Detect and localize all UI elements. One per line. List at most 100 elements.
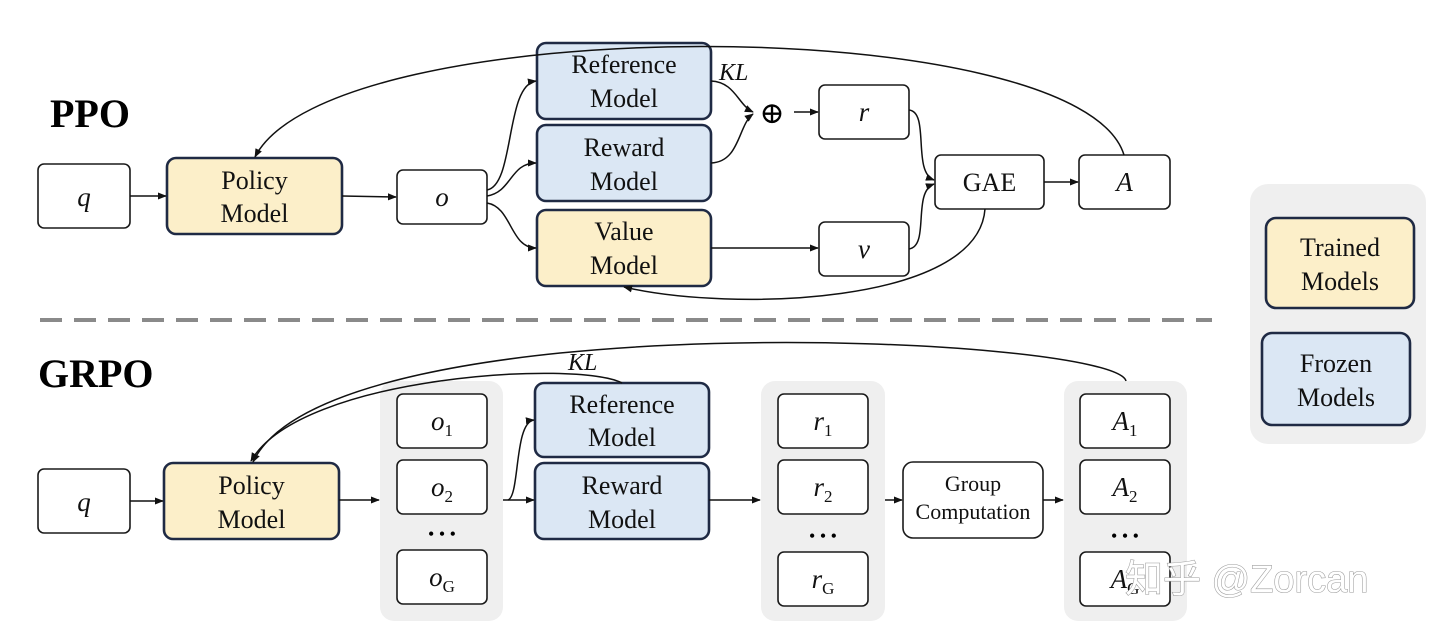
ppo-advantage-label: A: [1114, 167, 1133, 197]
ppo-advantage-box: A: [1078, 154, 1171, 210]
svg-text:rG: rG: [812, 564, 835, 598]
ppo-reward-model: Reward Model: [535, 123, 713, 203]
grpo-reward-line2: Model: [588, 505, 656, 534]
grpo-output-1: o1: [396, 393, 488, 449]
legend: Trained Models Frozen Models: [1250, 184, 1426, 444]
ppo-arrow-o-reward: [486, 159, 537, 197]
ppo-arrows: [130, 45, 1125, 301]
grpo-output-g-sub: G: [443, 577, 455, 596]
ppo-arrow-v-gae: [908, 183, 935, 250]
ppo-gae-label: GAE: [963, 168, 1016, 197]
legend-frozen-line2: Models: [1297, 383, 1375, 412]
grpo-advantage-g-sub: G: [1127, 579, 1139, 598]
ppo-value-line1: Value: [594, 217, 653, 246]
ppo-reference-model: Reference Model: [535, 41, 713, 121]
grpo-output-2: o2: [396, 459, 488, 515]
svg-text:r1: r1: [813, 406, 832, 440]
grpo-reward-ellipsis: • • •: [809, 526, 837, 546]
grpo-reference-line1: Reference: [569, 390, 674, 419]
ppo-arrow-o-reference: [486, 78, 537, 191]
watermark: 知乎 @Zorcan: [1125, 559, 1368, 601]
ppo-reward-line2: Model: [590, 167, 658, 196]
grpo-reward-2: r2: [777, 459, 869, 515]
ppo-arrow-a-policy: [254, 45, 1125, 158]
grpo-advantage-ellipsis: • • •: [1111, 526, 1139, 546]
ppo-kl-label: KL: [718, 60, 748, 86]
legend-frozen: Frozen Models: [1260, 331, 1412, 427]
ppo-value-label: v: [858, 234, 870, 264]
grpo-title: GRPO: [38, 351, 154, 396]
grpo-group-line1: Group: [945, 471, 1001, 496]
grpo-reward-g-sub: G: [822, 579, 834, 598]
ppo-arrow-policy-o: [341, 193, 397, 201]
ppo-policy-line2: Model: [221, 199, 289, 228]
grpo-advantage-2-base: A: [1111, 472, 1130, 502]
grpo-query-label: q: [77, 487, 91, 517]
grpo-query-box: q: [37, 468, 131, 534]
ppo-query-box: q: [37, 163, 131, 229]
ppo-value-line2: Model: [590, 251, 658, 280]
ppo-reference-line1: Reference: [571, 50, 676, 79]
grpo-reward-1-sub: 1: [824, 421, 833, 440]
grpo-output-ellipsis: • • •: [428, 524, 456, 544]
ppo-value-box: v: [818, 221, 910, 277]
ppo-arrow-o-value: [486, 202, 537, 252]
grpo-output-g-base: o: [429, 562, 443, 592]
grpo-policy-line1: Policy: [218, 471, 284, 500]
ppo-reward-box: r: [818, 84, 910, 140]
grpo-output-2-base: o: [431, 472, 445, 502]
grpo-reward-g: rG: [777, 551, 869, 607]
grpo-arrow-advantages-policy: [252, 341, 1127, 463]
grpo-reward-model: Reward Model: [533, 461, 711, 541]
ppo-policy-line1: Policy: [221, 166, 287, 195]
grpo-output-2-sub: 2: [445, 487, 454, 506]
ppo-title: PPO: [50, 91, 130, 136]
ppo-reference-line2: Model: [590, 84, 658, 113]
grpo-arrows: [130, 341, 1127, 505]
svg-text:AG: AG: [1109, 564, 1140, 598]
grpo-reward-line1: Reward: [582, 471, 663, 500]
ppo-policy-model: Policy Model: [165, 156, 344, 236]
ppo-query-label: q: [77, 182, 91, 212]
ppo-output-label: o: [435, 182, 449, 212]
grpo-reward-1-base: r: [813, 406, 824, 436]
ppo-reward-line1: Reward: [584, 133, 665, 162]
grpo-advantage-g: AG: [1079, 551, 1171, 607]
grpo-arrow-outputs-reference: [507, 417, 535, 501]
ppo-plus-symbol: ⊕: [759, 97, 784, 130]
grpo-advantage-1-base: A: [1111, 406, 1130, 436]
ppo-arrow-reference-plus: [710, 80, 754, 113]
grpo-advantage-2: A2: [1079, 459, 1171, 515]
svg-text:A1: A1: [1111, 406, 1138, 440]
grpo-kl-label: KL: [567, 350, 597, 376]
grpo-reward-1: r1: [777, 393, 869, 449]
legend-trained-line2: Models: [1301, 267, 1379, 296]
grpo-policy-line2: Model: [218, 505, 286, 534]
ppo-arrow-r-gae: [908, 109, 935, 181]
grpo-output-1-base: o: [431, 406, 445, 436]
grpo-reward-g-base: r: [812, 564, 823, 594]
grpo-reward-2-base: r: [813, 472, 824, 502]
grpo-reward-2-sub: 2: [824, 487, 833, 506]
grpo-output-1-sub: 1: [445, 421, 454, 440]
grpo-group-computation: Group Computation: [902, 461, 1044, 539]
svg-text:A2: A2: [1111, 472, 1138, 506]
grpo-policy-model: Policy Model: [162, 461, 341, 541]
ppo-arrow-reward-plus: [710, 113, 754, 164]
grpo-advantage-2-sub: 2: [1129, 487, 1138, 506]
ppo-reward-label: r: [859, 97, 870, 127]
legend-trained-line1: Trained: [1300, 233, 1380, 262]
legend-frozen-line1: Frozen: [1300, 349, 1372, 378]
grpo-advantage-1: A1: [1079, 393, 1171, 449]
svg-text:o1: o1: [431, 406, 453, 440]
grpo-advantage-1-sub: 1: [1129, 421, 1138, 440]
grpo-advantage-g-base: A: [1109, 564, 1128, 594]
svg-text:r2: r2: [813, 472, 832, 506]
ppo-arrow-gae-value: [623, 208, 986, 301]
grpo-reference-line2: Model: [588, 423, 656, 452]
grpo-reference-model: Reference Model: [533, 381, 711, 459]
grpo-group-line2: Computation: [916, 499, 1031, 524]
grpo-arrow-reference-policy: [250, 372, 623, 462]
grpo-output-g: oG: [396, 549, 488, 605]
